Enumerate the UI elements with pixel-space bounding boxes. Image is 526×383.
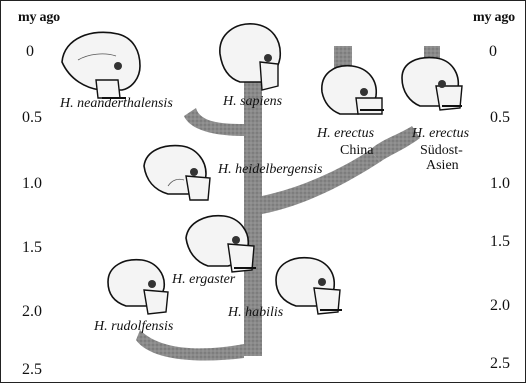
label-heidelbergensis: H. heidelbergensis — [218, 162, 322, 177]
label-sapiens: H. sapiens — [223, 94, 282, 109]
erectus-china-skull — [322, 66, 384, 114]
label-ergaster: H. ergaster — [172, 272, 235, 287]
heidelbergensis-skull — [144, 146, 210, 200]
label-rudolfensis-text: H. rudolfensis — [94, 319, 173, 334]
tick-left-2-0: 2.0 — [22, 304, 42, 320]
tick-right-1-5: 1.5 — [490, 234, 510, 250]
erectus-branch — [262, 150, 380, 214]
label-erectus-sea-text: H. erectus — [412, 126, 469, 141]
sapiens-skull — [220, 24, 280, 90]
axis-title-left: my ago — [18, 10, 60, 26]
tick-left-0: 0 — [26, 44, 34, 60]
erectus-sea-skull — [402, 58, 462, 110]
label-habilis-text: H. habilis — [228, 305, 283, 320]
habilis-skull — [276, 258, 342, 314]
label-erectus-china-text: H. erectus — [317, 126, 374, 141]
tick-right-0: 0 — [489, 44, 497, 60]
tick-left-2-5: 2.5 — [22, 362, 42, 378]
tick-left-1-5: 1.5 — [22, 240, 42, 256]
label-erectus-sea-region-2: Asien — [426, 158, 459, 173]
axis-title-right: my ago — [473, 10, 515, 26]
label-neanderthalensis: H. neanderthalensis — [60, 96, 173, 111]
label-habilis: H. habilis — [228, 305, 283, 320]
neanderthalensis-branch — [184, 108, 244, 136]
tick-left-1-0: 1.0 — [22, 176, 42, 192]
tick-right-1-0: 1.0 — [490, 176, 510, 192]
label-heidelbergensis-text: H. heidelbergensis — [218, 162, 322, 177]
tick-right-2-0: 2.0 — [490, 298, 510, 314]
tick-left-0-5: 0.5 — [22, 110, 42, 126]
neanderthalensis-skull — [62, 32, 140, 98]
rudolfensis-branch — [136, 330, 244, 361]
label-erectus-sea-region-1: Südost- — [420, 143, 463, 158]
label-erectus-china-region: China — [340, 143, 373, 158]
label-sapiens-text: H. sapiens — [223, 94, 282, 109]
label-erectus-china: H. erectus — [317, 126, 374, 141]
label-rudolfensis: H. rudolfensis — [94, 319, 173, 334]
tick-right-2-5: 2.5 — [490, 356, 510, 372]
tick-right-0-5: 0.5 — [490, 110, 510, 126]
label-ergaster-text: H. ergaster — [172, 272, 235, 287]
label-erectus-sea: H. erectus — [412, 126, 469, 141]
rudolfensis-skull — [108, 260, 168, 314]
label-neanderthalensis-text: H. neanderthalensis — [60, 96, 173, 111]
